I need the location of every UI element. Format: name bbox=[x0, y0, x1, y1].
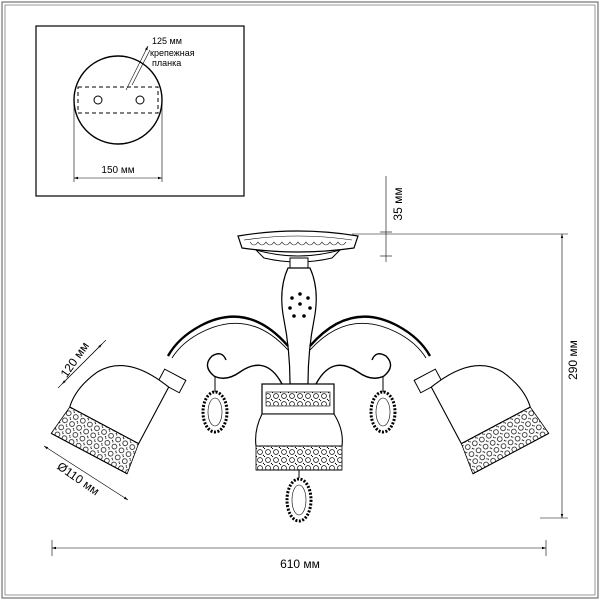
center-column bbox=[281, 257, 317, 385]
pendant-right bbox=[369, 376, 397, 434]
bracket-label-line2: планка bbox=[152, 58, 181, 68]
canopy bbox=[237, 230, 359, 263]
plate-dim-label: 150 мм bbox=[101, 165, 134, 176]
inset-frame bbox=[35, 25, 245, 197]
pendant-center bbox=[285, 470, 313, 523]
total-height-label: 290 мм bbox=[566, 340, 580, 380]
mounting-hole-left bbox=[93, 95, 103, 105]
canopy-height-label: 35 мм bbox=[391, 187, 405, 220]
chandelier bbox=[50, 230, 550, 523]
bracket-dim-label: 125 мм bbox=[152, 36, 182, 46]
total-height-dim: 290 мм bbox=[352, 233, 580, 519]
arms bbox=[166, 315, 432, 385]
shade-right bbox=[413, 365, 550, 475]
center-shade bbox=[255, 383, 343, 471]
mounting-hole-right bbox=[135, 95, 145, 105]
mounting-plate-inset: 125 мм крепежная планка 150 мм bbox=[35, 25, 245, 197]
mounting-bracket bbox=[77, 86, 159, 114]
pendant-left bbox=[201, 376, 229, 434]
bracket-label-line1: крепежная bbox=[150, 48, 195, 58]
bracket-dim-leader bbox=[131, 49, 151, 86]
total-width-dim: 610 мм bbox=[51, 540, 547, 571]
total-width-label: 610 мм bbox=[280, 557, 320, 571]
inner-frame bbox=[4, 4, 596, 596]
bracket-dim-line bbox=[125, 45, 149, 91]
canopy-height-dim: 35 мм bbox=[380, 176, 405, 262]
column-dots bbox=[288, 292, 312, 318]
shade-height-label: 120 мм bbox=[58, 339, 92, 380]
